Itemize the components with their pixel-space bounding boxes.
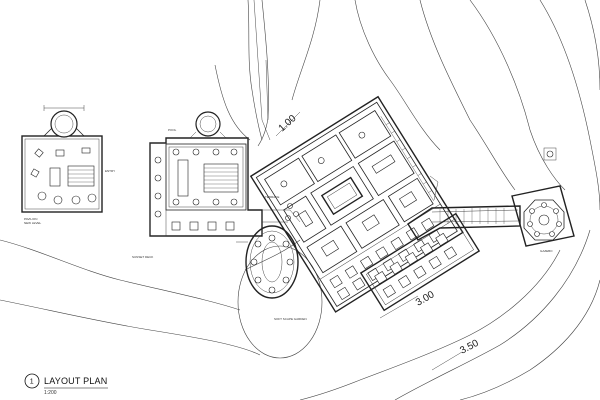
detail-symbol bbox=[543, 147, 557, 161]
svg-text:TERRACE: TERRACE bbox=[265, 195, 279, 199]
left-pavilion: ENTRY PAVILION NEW LEVEL bbox=[21, 105, 115, 225]
dining-wing bbox=[359, 212, 481, 312]
oval-garden: SOFT SCAPE GARDEN bbox=[237, 225, 323, 359]
level-marker-top: 1.00 bbox=[275, 111, 301, 137]
callout-number: 1 bbox=[30, 379, 34, 386]
svg-text:PAVILION: PAVILION bbox=[24, 217, 37, 221]
drawing-title-block: 1 LAYOUT PLAN 1:200 bbox=[24, 373, 108, 396]
svg-text:3.00: 3.00 bbox=[414, 289, 437, 308]
drawing-title: LAYOUT PLAN bbox=[44, 376, 107, 386]
octagon-pavilion: GAZEBO bbox=[511, 185, 575, 253]
callout-circle bbox=[24, 373, 40, 389]
svg-text:NEW LEVEL: NEW LEVEL bbox=[24, 221, 42, 225]
svg-text:3.50: 3.50 bbox=[458, 338, 481, 357]
svg-text:ENTRY: ENTRY bbox=[105, 169, 115, 173]
svg-text:POOL: POOL bbox=[168, 128, 177, 132]
middle-pavilion: POOL SUNSET DECK TERRACE bbox=[132, 111, 279, 259]
svg-text:1.00: 1.00 bbox=[277, 113, 299, 134]
svg-text:SUNSET DECK: SUNSET DECK bbox=[132, 255, 153, 259]
drawing-scale: 1:200 bbox=[44, 390, 57, 396]
walkway-bridge bbox=[407, 175, 521, 241]
connector-paths bbox=[262, 203, 301, 223]
svg-text:SOFT SCAPE GARDEN: SOFT SCAPE GARDEN bbox=[274, 317, 307, 321]
svg-text:GAZEBO: GAZEBO bbox=[540, 249, 553, 253]
level-marker-low: 3.50 bbox=[431, 338, 481, 371]
